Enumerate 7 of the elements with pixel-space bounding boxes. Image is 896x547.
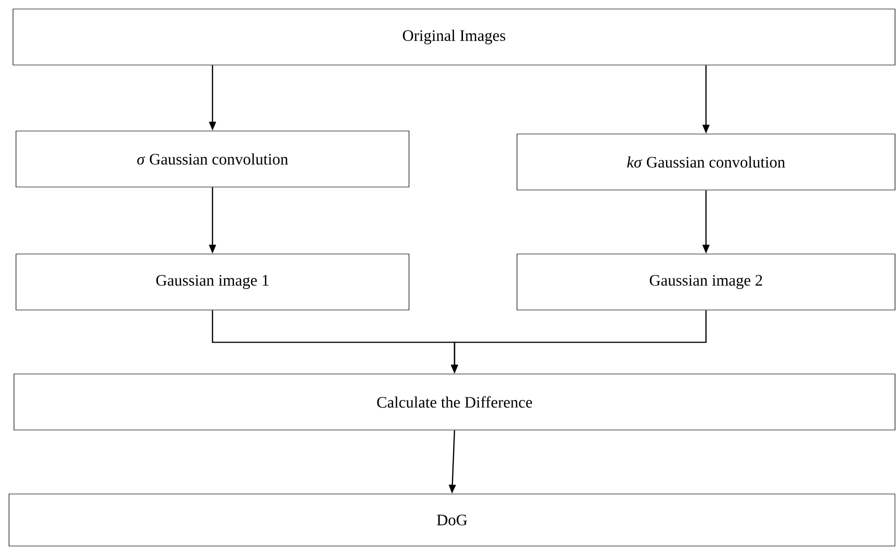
process-box: DoG xyxy=(8,494,896,546)
process-box: Gaussian image 1 xyxy=(16,254,410,310)
process-box: Gaussian image 2 xyxy=(516,254,896,310)
process-box: kσ Gaussian convolution xyxy=(516,134,896,190)
process-box: Calculate the Difference xyxy=(14,374,896,430)
process-box: Original Images xyxy=(12,8,896,66)
process-box: σ Gaussian convolution xyxy=(16,130,410,188)
